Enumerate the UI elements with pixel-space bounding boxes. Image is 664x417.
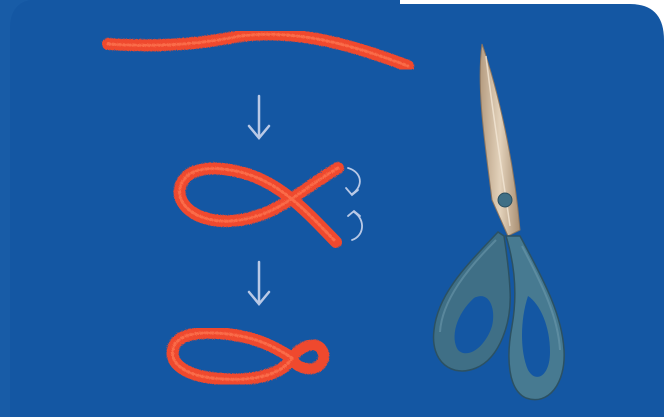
scene-illustration	[0, 0, 664, 417]
craft-instruction-scene	[0, 0, 664, 417]
